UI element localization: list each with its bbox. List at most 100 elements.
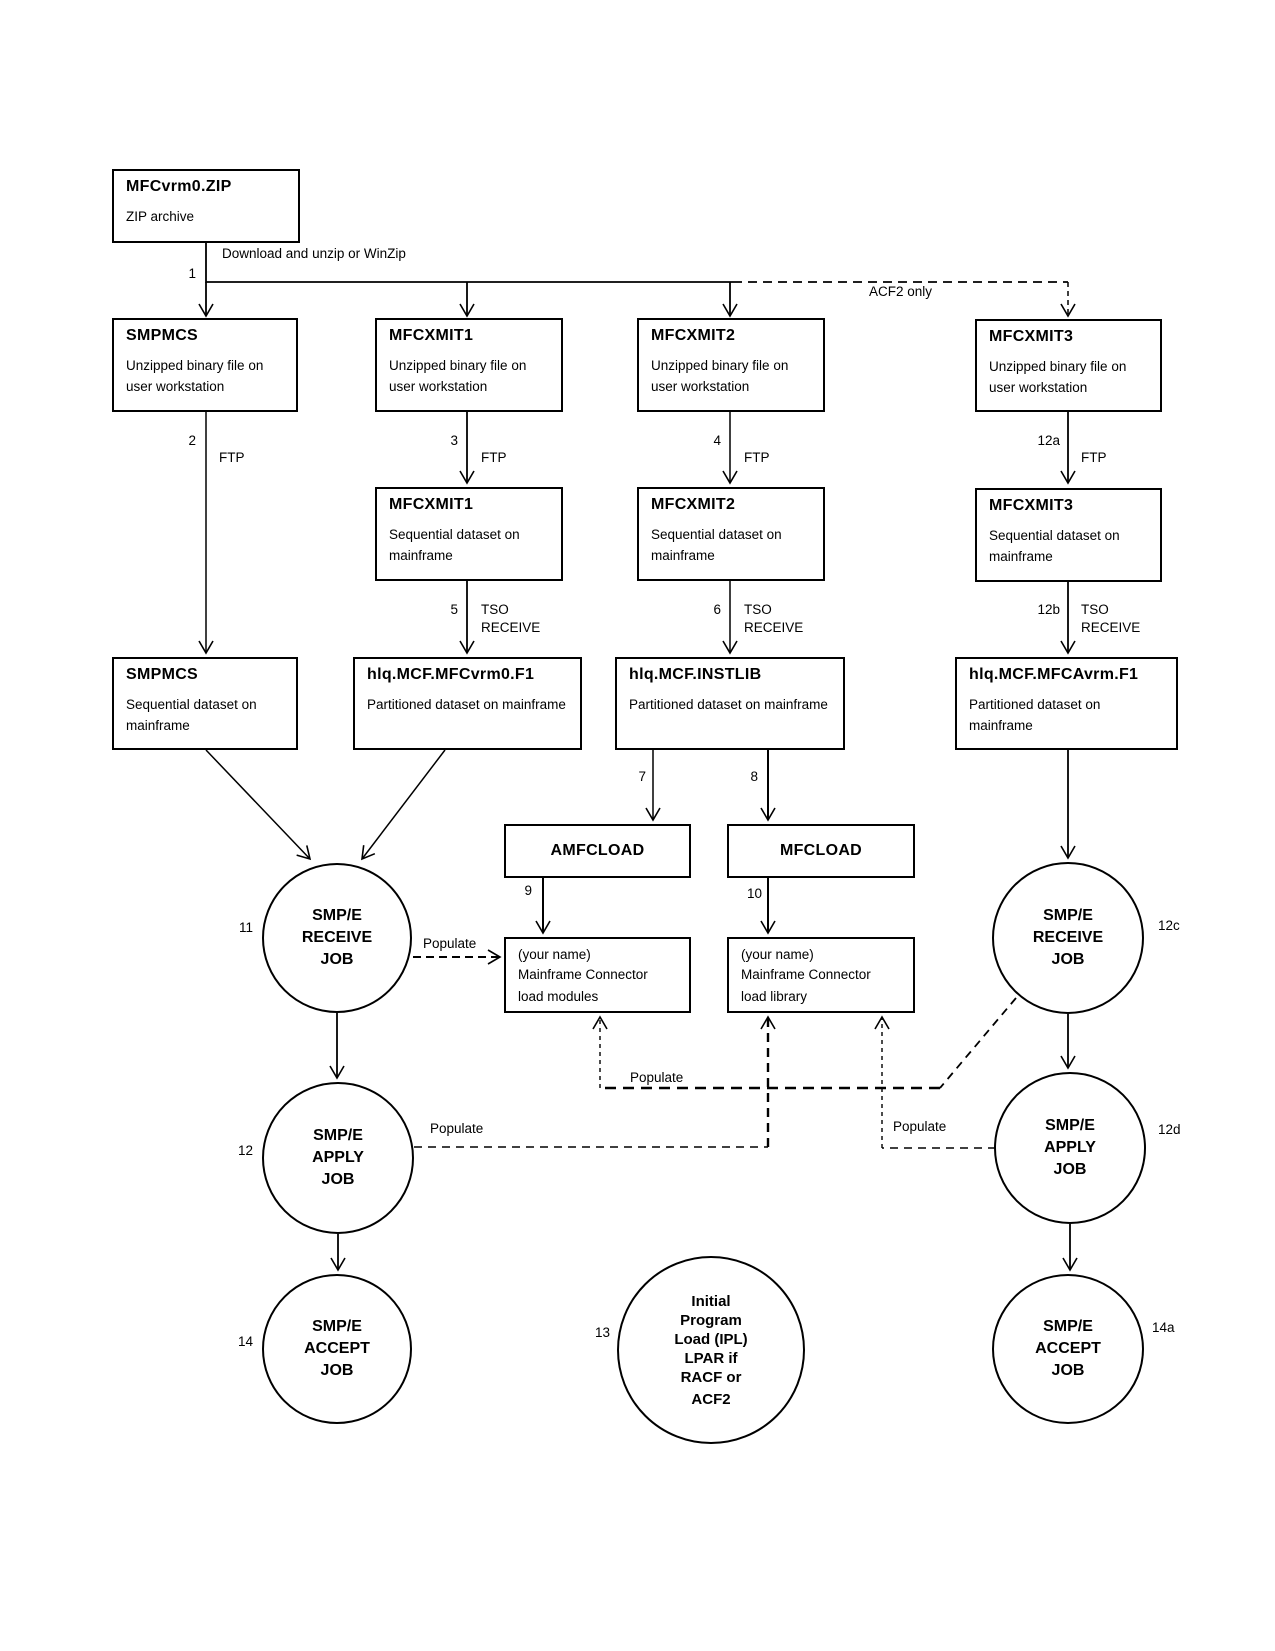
circle-line: SMP/E: [1043, 1318, 1093, 1335]
node-desc: Sequential dataset on mainframe: [389, 527, 520, 563]
node-line: (your name): [741, 947, 814, 962]
circle-smpe-apply-left: SMP/E APPLY JOB: [262, 1082, 414, 1234]
circle-line: RACF or: [680, 1368, 742, 1386]
circle-line: JOB: [1051, 951, 1085, 968]
circle-line: SMP/E: [1045, 1117, 1095, 1134]
circle-smpe-apply-right: SMP/E APPLY JOB: [994, 1072, 1146, 1224]
node-desc: Partitioned dataset on mainframe: [629, 697, 828, 712]
circle-line: JOB: [1053, 1161, 1087, 1178]
tso-label: TSO: [481, 602, 509, 617]
step-label-11: 11: [238, 920, 253, 935]
node-title: SMPMCS: [126, 666, 199, 683]
step-label-13: 13: [594, 1325, 610, 1340]
ftp-label: FTP: [744, 450, 770, 465]
node-mfcxmit1-workstation: MFCXMIT1 Unzipped binary file on user wo…: [375, 318, 563, 412]
tso-receive-label: TSO RECEIVE: [481, 602, 540, 636]
node-desc: Unzipped binary file on user workstation: [989, 359, 1127, 395]
circle-line: Program: [680, 1311, 742, 1329]
step-label-12b: 12b: [1037, 602, 1060, 617]
step-label-1: 1: [188, 266, 196, 281]
node-title: MFCvrm0.ZIP: [126, 178, 232, 195]
circle-line: JOB: [320, 951, 354, 968]
circle-smpe-receive-right: SMP/E RECEIVE JOB: [992, 862, 1144, 1014]
circle-line: JOB: [321, 1171, 355, 1188]
populate-label-receive-left: Populate: [423, 936, 477, 951]
node-desc: Partitioned dataset on mainframe: [969, 697, 1101, 733]
node-mfcload: MFCLOAD: [727, 824, 915, 878]
node-zip-archive: MFCvrm0.ZIP ZIP archive: [112, 169, 300, 243]
step-label-2: 2: [188, 433, 196, 448]
node-load-modules: (your name) Mainframe Connector load mod…: [504, 937, 691, 1013]
step-label-14a: 14a: [1152, 1320, 1175, 1335]
node-mfcvrm0-f1: hlq.MCF.MFCvrm0.F1 Partitioned dataset o…: [353, 657, 582, 750]
node-title: AMFCLOAD: [550, 842, 645, 859]
node-title: hlq.MCF.MFCAvrm.F1: [969, 666, 1139, 683]
node-title: hlq.MCF.MFCvrm0.F1: [367, 666, 535, 683]
step-label-6: 6: [713, 602, 721, 617]
node-line: (your name): [518, 947, 591, 962]
node-smpmcs-workstation: SMPMCS Unzipped binary file on user work…: [112, 318, 298, 412]
step-label-8: 8: [750, 769, 758, 784]
circle-smpe-accept-left: SMP/E ACCEPT JOB: [262, 1274, 412, 1424]
node-mfcxmit2-sequential: MFCXMIT2 Sequential dataset on mainframe: [637, 487, 825, 581]
node-desc: Sequential dataset on mainframe: [989, 528, 1120, 564]
edge-smpmcs-to-receive: [205, 749, 312, 861]
populate-label-apply-right: Populate: [893, 1119, 947, 1134]
node-title: MFCXMIT2: [651, 327, 736, 344]
circle-line: APPLY: [312, 1149, 364, 1166]
tso-receive-label: TSO RECEIVE: [744, 602, 803, 636]
circle-line: SMP/E: [312, 907, 362, 924]
node-line: Mainframe Connector: [518, 966, 648, 982]
receive-label: RECEIVE: [481, 620, 541, 635]
tso-label: TSO: [744, 602, 772, 617]
tso-label: TSO: [1081, 602, 1109, 617]
edge-mfcvrm0f1-to-receive: [361, 749, 446, 861]
step-label-4: 4: [713, 433, 721, 448]
node-desc: ZIP archive: [126, 209, 195, 224]
node-mfcavrm-f1: hlq.MCF.MFCAvrm.F1 Partitioned dataset o…: [955, 657, 1178, 750]
step-label-7: 7: [638, 769, 646, 784]
node-mfcxmit2-workstation: MFCXMIT2 Unzipped binary file on user wo…: [637, 318, 825, 412]
node-desc: Partitioned dataset on mainframe: [367, 697, 566, 712]
node-title: MFCLOAD: [779, 842, 863, 859]
ftp-label: FTP: [219, 450, 245, 465]
step-label-10: 10: [746, 886, 762, 901]
node-line: load modules: [518, 989, 599, 1004]
node-mfcxmit3-workstation: MFCXMIT3 Unzipped binary file on user wo…: [975, 319, 1162, 412]
circle-line: APPLY: [1044, 1139, 1096, 1156]
ftp-label: FTP: [1081, 450, 1107, 465]
circle-smpe-accept-right: SMP/E ACCEPT JOB: [992, 1274, 1144, 1424]
node-mfcxmit1-sequential: MFCXMIT1 Sequential dataset on mainframe: [375, 487, 563, 581]
circle-smpe-receive-left: SMP/E RECEIVE JOB: [262, 863, 412, 1013]
node-title: SMPMCS: [126, 327, 199, 344]
edge-populate-receive-right-diag: [939, 997, 1017, 1089]
step-label-9: 9: [524, 883, 532, 898]
node-instlib: hlq.MCF.INSTLIB Partitioned dataset on m…: [615, 657, 845, 750]
step-label-12a: 12a: [1037, 433, 1060, 448]
step-label-14: 14: [237, 1334, 253, 1349]
node-title: hlq.MCF.INSTLIB: [629, 666, 762, 683]
step-label-12d: 12d: [1158, 1122, 1181, 1137]
populate-label-apply-left: Populate: [430, 1121, 484, 1136]
node-title: MFCXMIT1: [389, 496, 474, 513]
circle-line: SMP/E: [312, 1318, 362, 1335]
circle-line: Load (IPL): [674, 1330, 748, 1348]
circle-line: RECEIVE: [301, 929, 373, 946]
acf2-only-label: ACF2 only: [869, 284, 933, 299]
circle-line: LPAR if: [684, 1349, 738, 1367]
node-desc: Sequential dataset on mainframe: [126, 697, 257, 733]
circle-line: SMP/E: [313, 1127, 363, 1144]
node-line: load library: [741, 989, 808, 1004]
circle-line: Initial: [691, 1292, 731, 1310]
step-label-12c: 12c: [1158, 918, 1180, 933]
circle-ipl: Initial Program Load (IPL) LPAR if RACF …: [617, 1256, 805, 1444]
circle-line: ACCEPT: [304, 1340, 370, 1357]
node-title: MFCXMIT3: [989, 328, 1074, 345]
node-desc: Unzipped binary file on user workstation: [126, 358, 264, 394]
node-load-library: (your name) Mainframe Connector load lib…: [727, 937, 915, 1013]
receive-label: RECEIVE: [1081, 620, 1141, 635]
step-label-5: 5: [450, 602, 458, 617]
node-mfcxmit3-sequential: MFCXMIT3 Sequential dataset on mainframe: [975, 488, 1162, 582]
